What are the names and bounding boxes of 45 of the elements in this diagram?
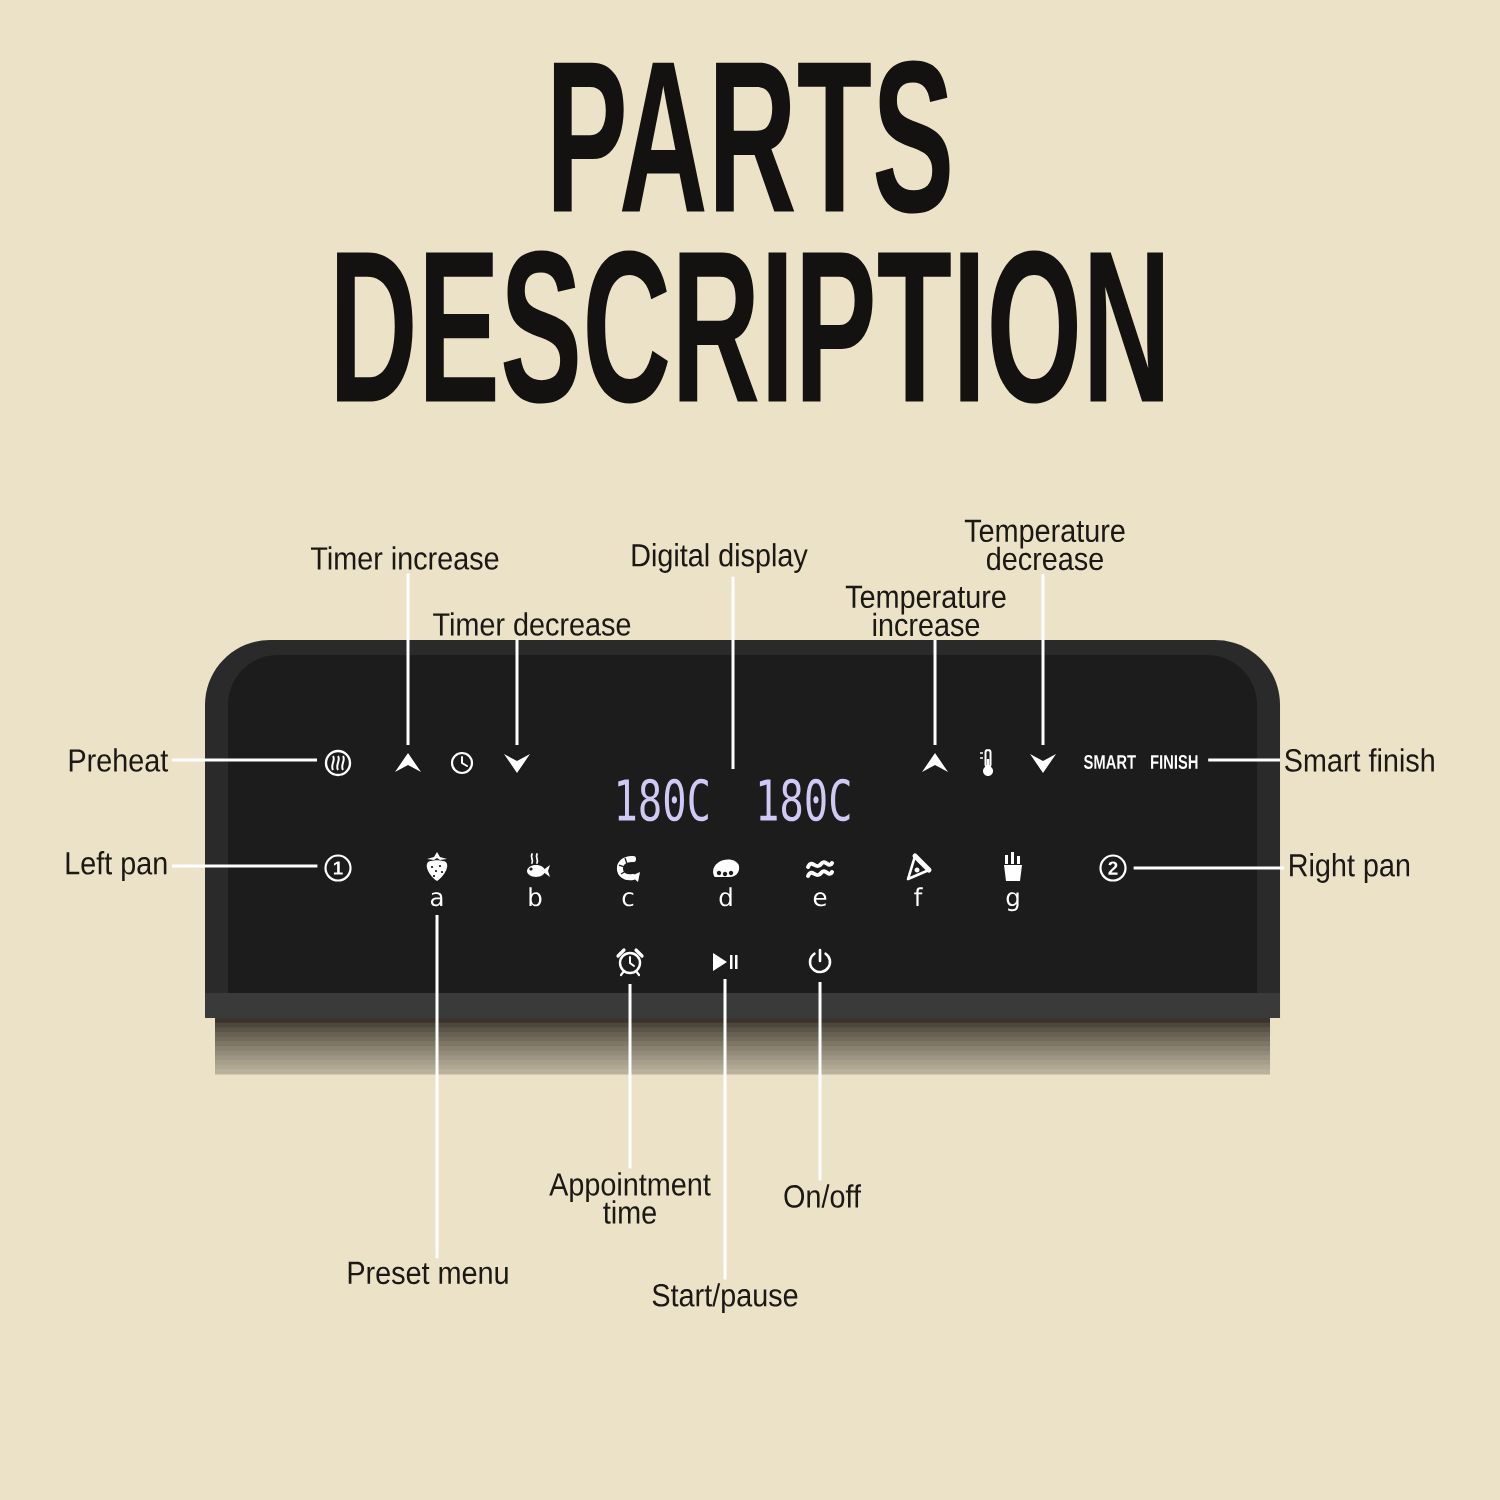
circled-number: 1: [324, 854, 352, 882]
callout-label: Temperature increase: [845, 585, 1006, 637]
digital-display: 180C 180C: [618, 778, 850, 822]
up-chevron-icon: [395, 753, 421, 772]
option-letter: d: [719, 887, 732, 907]
leader-line: [406, 573, 410, 745]
callout-label: Appointment time: [549, 1172, 711, 1224]
option-letter: e: [813, 892, 827, 907]
circled-number: 2: [1099, 854, 1127, 882]
leader-line: [172, 758, 317, 762]
callout-label: Start/pause: [652, 1283, 798, 1313]
option-letter: c: [622, 892, 634, 907]
callout-label: Left pan: [66, 851, 167, 881]
callout-label: Timer increase: [310, 546, 499, 570]
leader-line: [1133, 866, 1284, 870]
callout-label: On/off: [784, 1184, 862, 1208]
heating-icon: [324, 749, 352, 777]
option-letter: g: [1006, 892, 1019, 912]
alarm-clock-icon: [616, 948, 644, 977]
leader-line: [933, 639, 937, 745]
down-chevron-icon: [1030, 754, 1056, 773]
callout-label: Right pan: [1290, 853, 1410, 883]
leader-line: [1208, 758, 1280, 762]
leader-line: [731, 576, 735, 769]
key-label: SMART FINISH: [1084, 755, 1198, 769]
callout-label: Preheat: [69, 748, 169, 772]
leader-line: [435, 915, 439, 1259]
callout-label: Smart finish: [1285, 748, 1434, 772]
play-pause-icon: [713, 953, 738, 971]
leader-line: [818, 982, 822, 1181]
option-letter: b: [529, 887, 542, 907]
control-panel: [205, 640, 1280, 1018]
callout-label: Timer decrease: [433, 612, 631, 636]
option-letter: a: [430, 892, 443, 907]
title: PARTS DESCRIPTION: [337, 60, 1163, 404]
callout-label: Digital display: [632, 543, 808, 573]
up-chevron-icon: [922, 753, 948, 772]
callout-label: Temperature decrease: [964, 519, 1125, 571]
leader-line: [723, 979, 727, 1280]
option-letter: f: [914, 887, 923, 906]
down-chevron-icon: [504, 754, 530, 773]
callout-label: Preset menu: [348, 1261, 508, 1285]
power-icon: [808, 948, 832, 974]
leader-line: [172, 864, 318, 868]
leader-line: [628, 984, 632, 1169]
